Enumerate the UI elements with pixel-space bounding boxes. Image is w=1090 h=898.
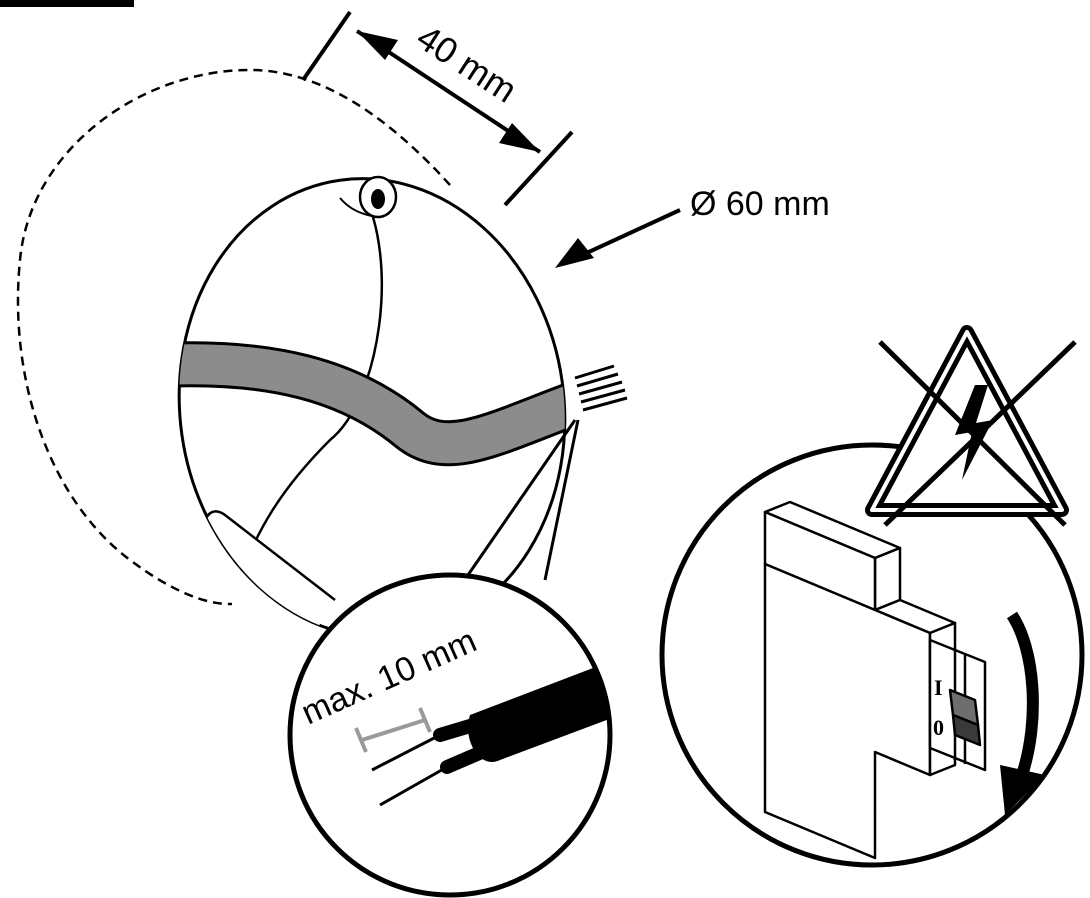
- depth-label: 40 mm: [410, 16, 525, 110]
- strip-length-gauge: [354, 707, 432, 753]
- screw-lug: [339, 175, 398, 219]
- corner-tab: [0, 0, 134, 7]
- rotate-arrow-icon: [1000, 611, 1045, 815]
- no-voltage-warning-icon: [865, 325, 1077, 527]
- depth-dimension: 40 mm: [301, 10, 574, 207]
- black-cable: [468, 650, 610, 762]
- diameter-callout: Ø 60 mm: [555, 185, 830, 268]
- breaker-on-mark: I: [934, 675, 943, 700]
- wire-ends: [574, 364, 628, 412]
- diameter-label: Ø 60 mm: [690, 185, 830, 223]
- breaker-off-circle: I 0: [659, 442, 1085, 868]
- circuit-breaker-icon: [763, 500, 987, 860]
- strip-detail-circle: max. 10 mm: [287, 572, 613, 898]
- box-depth-outline: [16, 68, 451, 606]
- zoom-leader: [466, 419, 580, 581]
- breaker-off-mark: 0: [933, 715, 944, 740]
